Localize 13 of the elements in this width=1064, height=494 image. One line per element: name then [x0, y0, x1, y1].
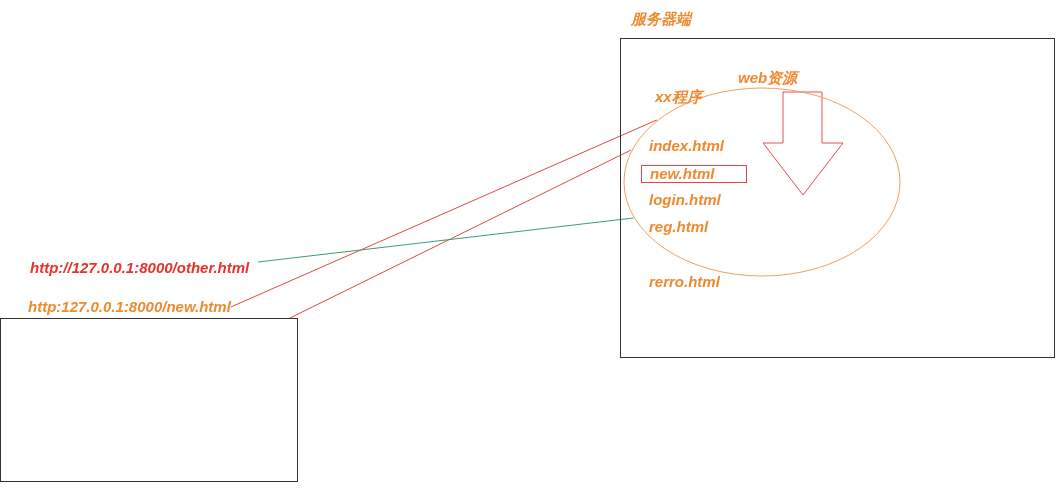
file-name: index.html — [649, 137, 749, 157]
connector-line — [289, 149, 632, 319]
connector-line — [230, 119, 658, 308]
file-name: reg.html — [649, 218, 749, 238]
client-box — [0, 318, 298, 482]
url-text: http:127.0.0.1:8000/new.html — [28, 297, 231, 317]
file-name: rerro.html — [649, 273, 749, 293]
highlighted-file-name: new.html — [641, 165, 747, 183]
file-name: login.html — [649, 191, 749, 211]
server-heading: 服务器端 — [631, 10, 691, 28]
url-text: http://127.0.0.1:8000/other.html — [30, 258, 258, 298]
resource-label: web资源 — [738, 69, 798, 87]
connector-line — [257, 217, 634, 263]
